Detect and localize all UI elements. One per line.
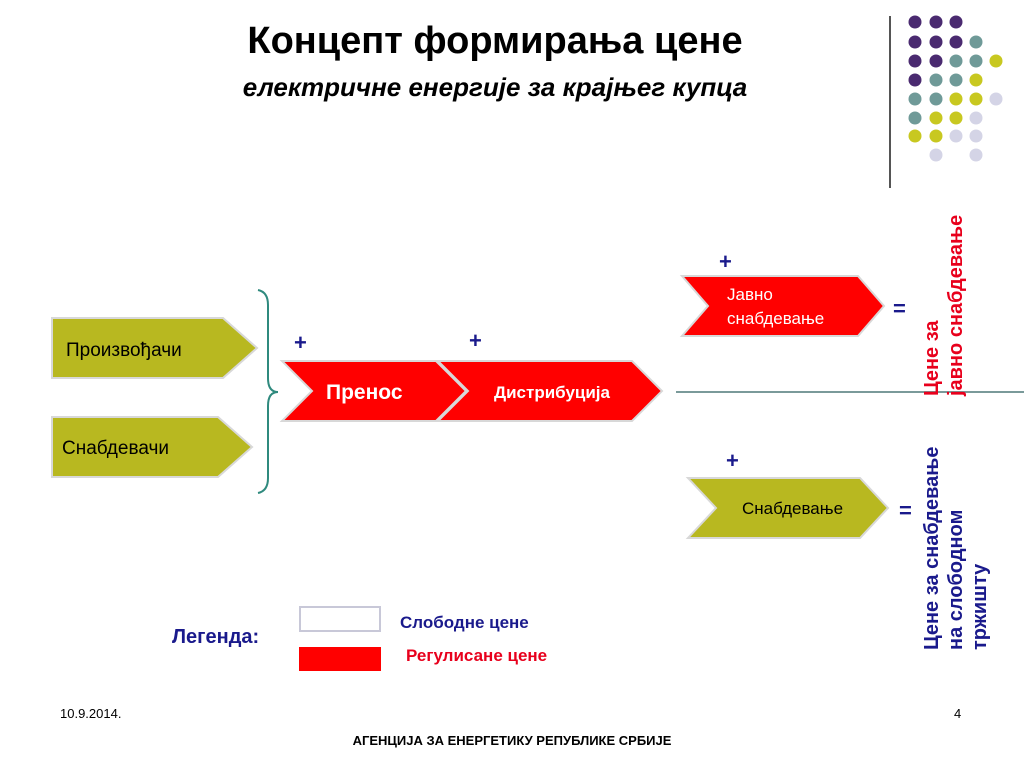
producers-node: Произвођачи <box>51 317 259 379</box>
vertical-divider <box>889 16 891 188</box>
legend-regulated-swatch <box>299 647 381 671</box>
legend-regulated-label: Регулисане цене <box>406 646 548 665</box>
dot-row-6 <box>908 111 983 125</box>
public-supply-label-2: снабдевање <box>727 309 824 328</box>
dot-row-1 <box>908 15 963 29</box>
dot-row-2 <box>908 35 983 49</box>
suppliers-label: Снабдевачи <box>62 438 169 459</box>
grouping-brace <box>257 289 279 494</box>
public-price-line-2: јавно снабдевање <box>945 214 967 396</box>
slide-number: 4 <box>954 706 962 721</box>
footer-agency: АГЕНЦИЈА ЗА ЕНЕРГЕТИКУ РЕПУБЛИКЕ СРБИЈЕ <box>352 733 672 748</box>
supply-label: Снабдевање <box>742 499 843 518</box>
supply-node: Снабдевање <box>685 477 890 539</box>
horizontal-divider <box>676 391 1024 393</box>
page-title: Концепт формирања цене <box>247 20 743 62</box>
free-market-price-label: Цене за снабдевање на слободном тржишту <box>920 414 992 651</box>
legend-title: Легенда: <box>172 626 260 648</box>
public-supply-label-1: Јавно <box>727 285 773 304</box>
dot-row-3 <box>908 54 1003 68</box>
dot-row-7 <box>908 129 983 143</box>
transmission-label: Пренос <box>326 381 403 404</box>
legend-free-label: Слободне цене <box>400 613 529 632</box>
plus-sign-distribution: + <box>469 328 482 353</box>
dot-row-4 <box>908 73 983 87</box>
equals-sign-public: = <box>893 296 906 321</box>
public-price-line-1: Цене за <box>921 320 943 396</box>
distribution-node: Дистрибуција <box>435 360 664 422</box>
plus-sign-public-supply: + <box>719 249 732 274</box>
suppliers-node: Снабдевачи <box>51 416 254 478</box>
plus-sign-supply: + <box>726 448 739 473</box>
public-supply-price-label: Цене за јавно снабдевање <box>920 186 968 396</box>
free-price-line-1: Цене за снабдевање <box>921 446 943 651</box>
public-supply-node: Јавно снабдевање <box>679 275 886 337</box>
legend-free-swatch <box>299 606 381 632</box>
transmission-node: Пренос <box>279 360 468 422</box>
free-price-line-2: на слободном <box>945 509 967 650</box>
dot-row-8 <box>929 148 983 162</box>
equals-sign-free: = <box>899 498 912 523</box>
page-subtitle: електричне енергије за крајњег купца <box>242 72 748 102</box>
decorative-dot-grid <box>908 15 1003 162</box>
producers-label: Произвођачи <box>66 340 182 361</box>
price-formation-diagram: Произвођачи Снабдевачи Пренос Дистрибуци… <box>51 275 890 539</box>
plus-sign-transmission: + <box>294 330 307 355</box>
dot-row-5 <box>908 92 1003 106</box>
slide-date: 10.9.2014. <box>60 706 122 721</box>
distribution-label: Дистрибуција <box>494 383 611 402</box>
free-price-line-3: тржишту <box>969 563 991 650</box>
